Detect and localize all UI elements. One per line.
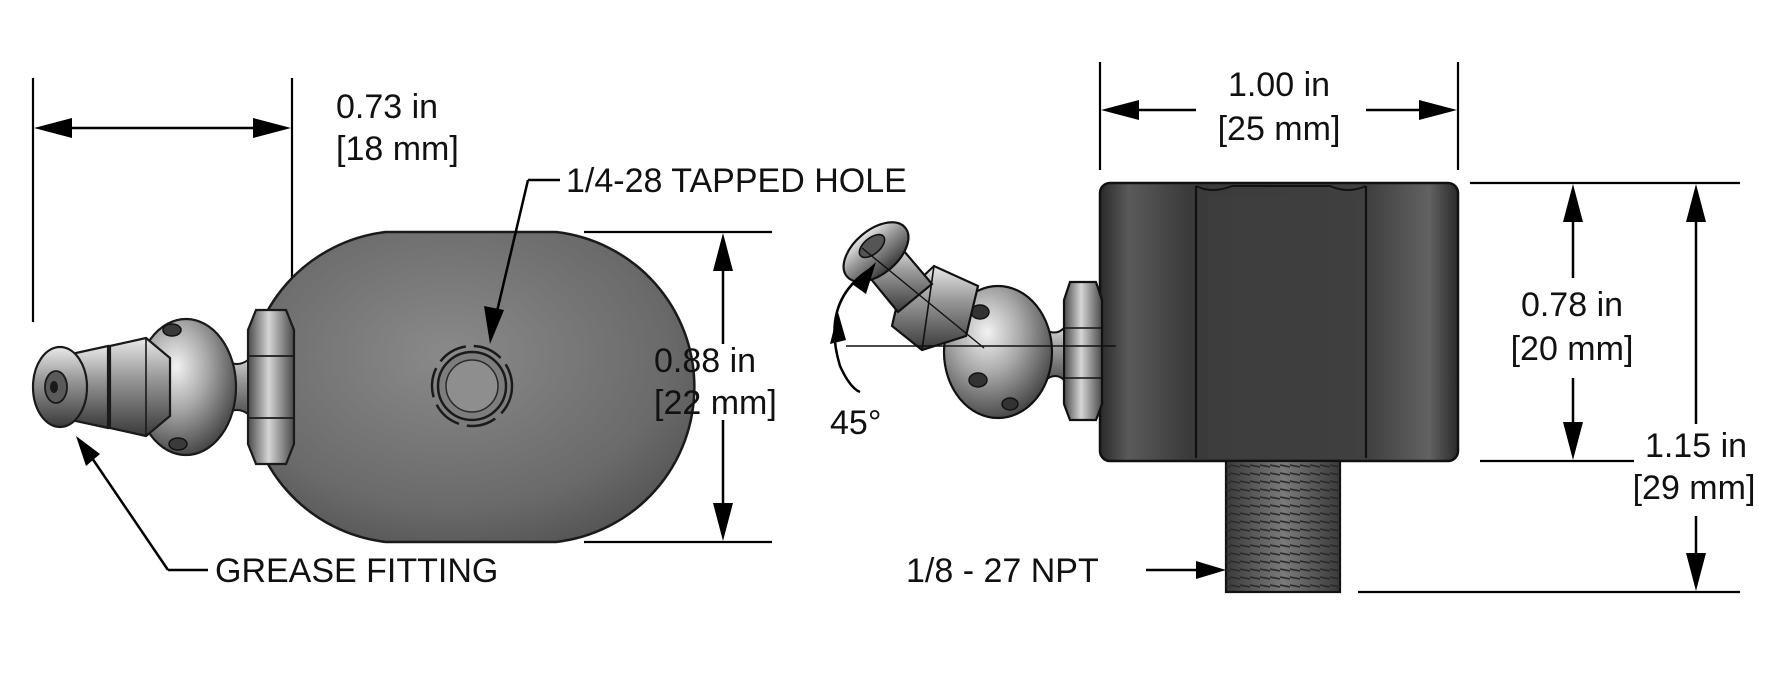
tapped-hole [430, 344, 514, 428]
threaded-stem [1224, 459, 1342, 594]
fitting-length-mm-label: [18 mm] [336, 130, 459, 168]
dimension-fitting-length [34, 118, 291, 138]
dimension-diameter [713, 233, 733, 541]
diameter-mm-label: [22 mm] [654, 384, 777, 422]
tapped-hole-label: 1/4-28 TAPPED HOLE [566, 162, 907, 200]
grease-fitting-straight [31, 308, 296, 466]
dimension-body-height [1563, 184, 1583, 460]
thread-leader [1146, 561, 1226, 579]
angle-indicator [830, 262, 876, 394]
dimension-width [1101, 100, 1457, 120]
body-height-in-label: 0.78 in [1521, 286, 1623, 324]
width-mm-label: [25 mm] [1218, 110, 1341, 148]
thread-label: 1/8 - 27 NPT [906, 552, 1099, 590]
width-in-label: 1.00 in [1228, 66, 1330, 104]
right-view: 45° 1.00 in [25 mm] 0.78 in [20 mm] [830, 62, 1756, 594]
grease-fitting-leader [76, 436, 208, 572]
overall-height-mm-label: [29 mm] [1633, 469, 1756, 507]
diameter-in-label: 0.88 in [654, 342, 756, 380]
angle-label: 45° [830, 404, 881, 442]
grease-fitting-angled [842, 221, 1116, 422]
body-height-mm-label: [20 mm] [1511, 330, 1634, 368]
fitting-length-in-label: 0.73 in [336, 88, 438, 126]
left-view: 0.73 in [18 mm] [31, 78, 907, 590]
grease-fitting-label: GREASE FITTING [215, 552, 498, 590]
dimension-overall-height [1686, 184, 1706, 591]
overall-height-in-label: 1.15 in [1645, 427, 1747, 465]
tapped-hole-leader [484, 178, 560, 344]
